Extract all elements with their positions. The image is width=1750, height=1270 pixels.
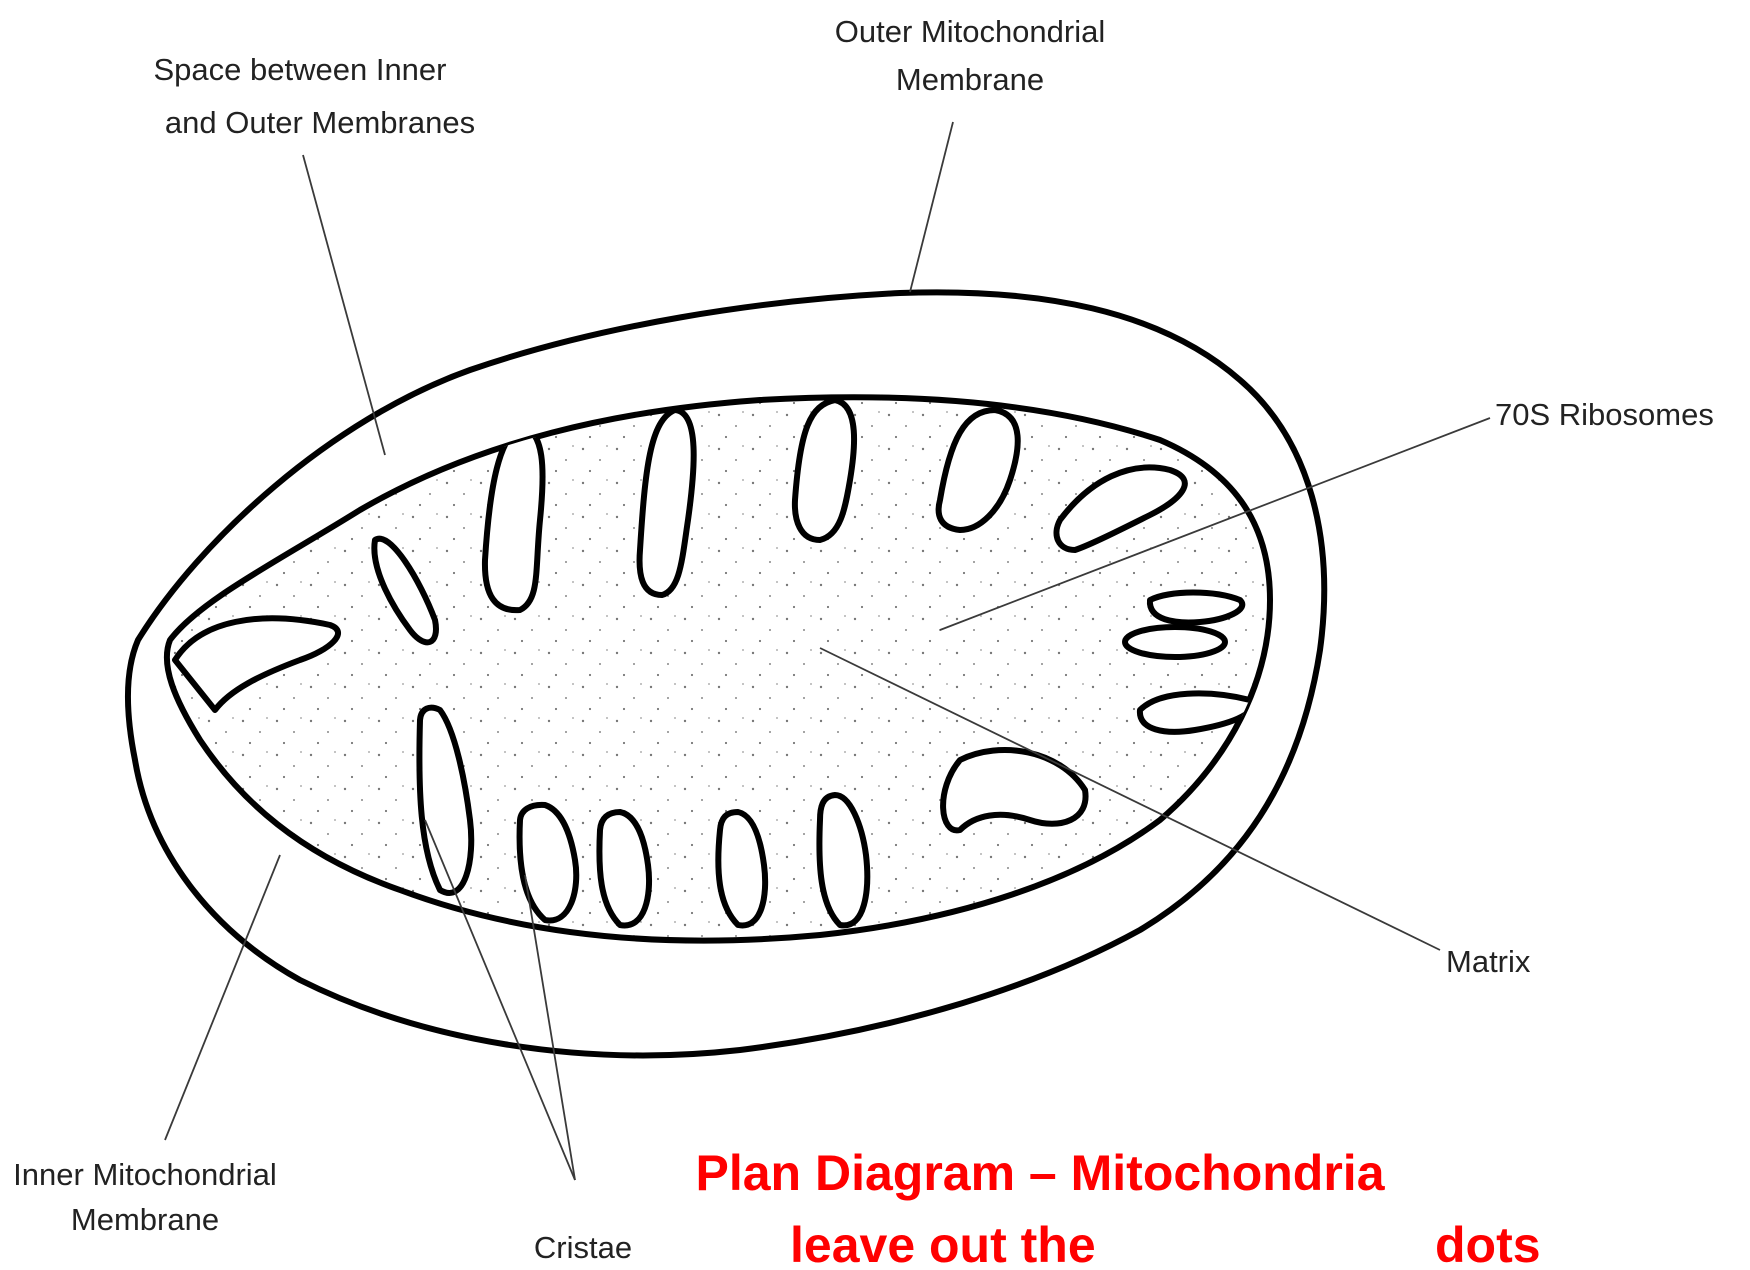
leader-inner-membrane — [165, 855, 280, 1140]
crista — [1150, 593, 1242, 623]
label-outer-membrane-line2: Membrane — [896, 62, 1044, 97]
leader-intermembrane-space — [303, 155, 385, 455]
label-matrix: Matrix — [1446, 944, 1531, 979]
label-inner-membrane-line2: Membrane — [71, 1202, 219, 1237]
caption-title: Plan Diagram – Mitochondria — [695, 1145, 1385, 1201]
crista — [718, 812, 765, 925]
label-outer-membrane-line1: Outer Mitochondrial — [835, 14, 1106, 49]
label-intermembrane-space-line2: and Outer Membranes — [165, 105, 475, 140]
label-cristae: Cristae — [534, 1230, 632, 1265]
crista — [1125, 627, 1225, 657]
leader-outer-membrane — [910, 122, 953, 292]
crista — [599, 812, 649, 925]
label-intermembrane-space-line1: Space between Inner — [154, 52, 447, 87]
label-ribosomes: 70S Ribosomes — [1495, 397, 1714, 432]
label-inner-membrane-line1: Inner Mitochondrial — [13, 1157, 277, 1192]
caption-note-right: dots — [1435, 1217, 1541, 1265]
caption-note-left: leave out the — [790, 1217, 1096, 1265]
